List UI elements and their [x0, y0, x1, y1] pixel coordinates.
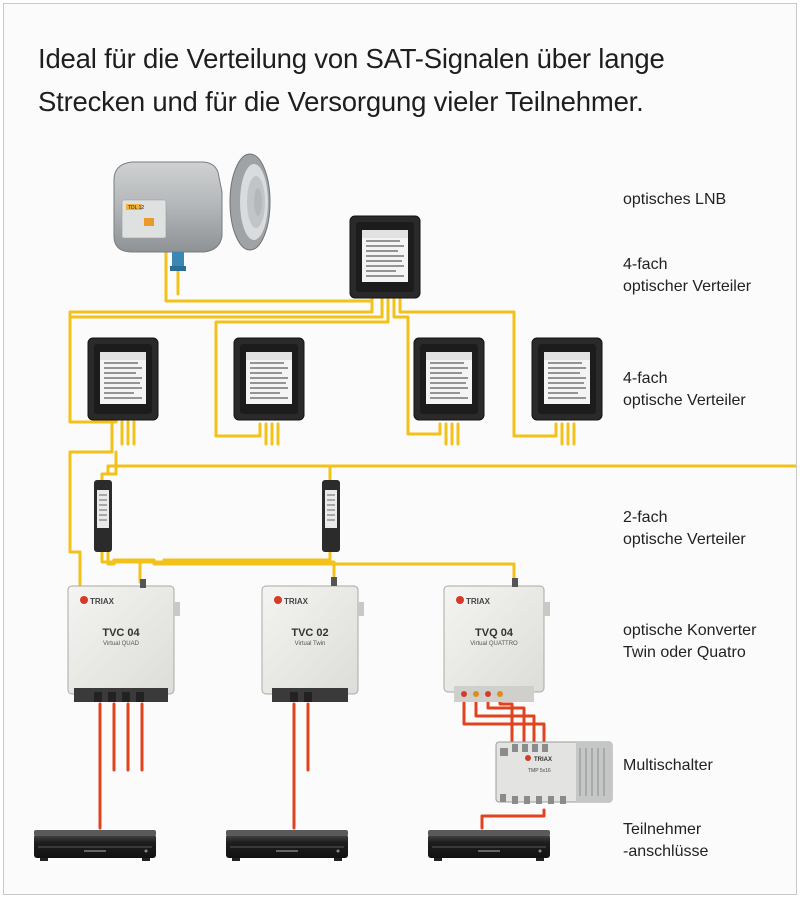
label-main-splitter-line1: 4-fach — [623, 256, 668, 273]
converter-model: TVC 04 — [102, 627, 140, 639]
label-subscribers: Teilnehmer -anschlüsse — [623, 819, 708, 863]
converter-brand: TRIAX — [90, 597, 115, 606]
label-subscribers-line1: Teilnehmer — [623, 821, 702, 838]
2way-splitter-1 — [93, 479, 113, 553]
converter-tvc02: TRIAX TVC 02 Virtual Twin — [261, 577, 364, 702]
label-converters: optische Konverter Twin oder Quatro — [623, 620, 756, 664]
label-converters-line2: Twin oder Quatro — [623, 644, 746, 661]
label-main-splitter: 4-fach optischer Verteiler — [623, 254, 751, 298]
label-optical-lnb: optisches LNB — [623, 189, 726, 211]
settop-box-1 — [34, 830, 156, 861]
converter-tvc04: TRIAX TVC 04 Virtual QUAD — [67, 579, 180, 702]
label-2way-splitters-line2: optische Verteiler — [623, 531, 746, 548]
4way-splitter-1 — [87, 337, 159, 421]
multiswitch-model: TMP 5x16 — [528, 768, 551, 774]
label-4way-splitters: 4-fach optische Verteiler — [623, 368, 746, 412]
4way-splitter-2 — [233, 337, 305, 421]
network-diagram: TDL 12 — [34, 153, 796, 861]
label-2way-splitters-line1: 2-fach — [623, 509, 668, 526]
label-subscribers-line2: -anschlüsse — [623, 843, 709, 860]
label-4way-splitters-line1: 4-fach — [623, 370, 668, 387]
fiber-cables — [68, 250, 796, 589]
label-multiswitch: Multischalter — [623, 755, 713, 777]
converter-tvq04: TRIAX TVQ 04 Virtual QUATTRO — [443, 578, 550, 702]
label-2way-splitters: 2-fach optische Verteiler — [623, 507, 746, 551]
multiswitch-brand: TRIAX — [534, 757, 552, 763]
optical-lnb: TDL 12 — [113, 153, 271, 271]
settop-box-2 — [226, 830, 348, 861]
lnb-badge-text: TDL 12 — [128, 205, 144, 211]
title-line-1: Ideal für die Verteilung von SAT-Signale… — [38, 43, 665, 74]
label-converters-line1: optische Konverter — [623, 622, 757, 639]
4way-splitter-3 — [413, 337, 485, 421]
label-optical-lnb-text: optisches LNB — [623, 191, 727, 208]
converter-model: TVQ 04 — [475, 627, 514, 639]
converter-subtitle: Virtual QUATTRO — [470, 641, 518, 647]
converter-brand: TRIAX — [466, 597, 491, 606]
4way-splitter-4 — [531, 337, 603, 421]
label-4way-splitters-line2: optische Verteiler — [623, 392, 746, 409]
main-4way-splitter — [349, 215, 421, 299]
settop-box-3 — [428, 830, 550, 861]
title-line-2: Strecken und für die Versorgung vieler T… — [38, 86, 644, 117]
label-multiswitch-text: Multischalter — [623, 757, 713, 774]
converter-subtitle: Virtual Twin — [295, 641, 326, 647]
converter-brand: TRIAX — [284, 597, 309, 606]
2way-splitter-2 — [321, 479, 341, 553]
coax-cables — [98, 700, 546, 830]
converter-subtitle: Virtual QUAD — [103, 641, 140, 647]
page-title: Ideal für die Verteilung von SAT-Signale… — [38, 37, 778, 123]
label-main-splitter-line2: optischer Verteiler — [623, 278, 752, 295]
multiswitch-device: TRIAX TMP 5x16 — [495, 741, 613, 804]
diagram-frame: Ideal für die Verteilung von SAT-Signale… — [3, 3, 797, 895]
converter-model: TVC 02 — [291, 627, 328, 639]
